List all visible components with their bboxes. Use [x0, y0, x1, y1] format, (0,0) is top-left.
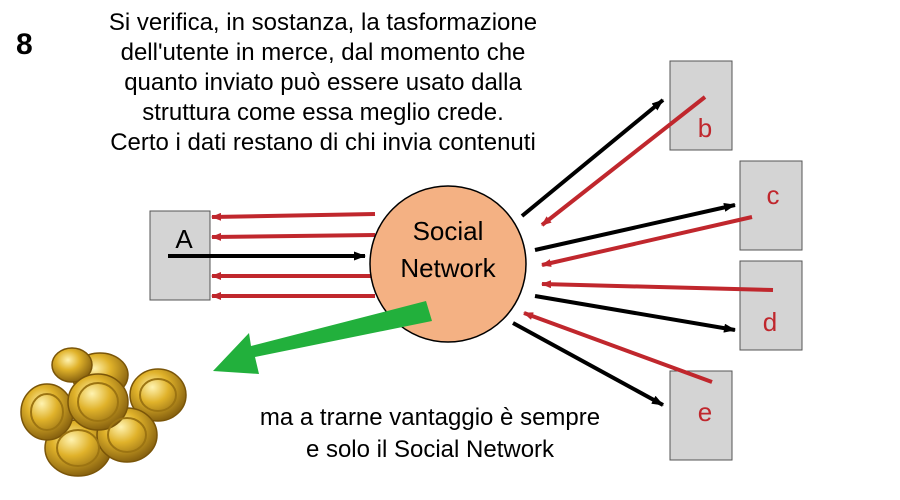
red-arrow-to-a [211, 212, 376, 221]
node-box-e [669, 370, 733, 461]
red-arrow-from-b [540, 95, 707, 227]
black-arrow-to-e [512, 321, 664, 407]
conclusion-line: ma a trarne vantaggio è sempre [259, 404, 601, 431]
social-network-label-2: Network [400, 253, 496, 283]
node-c-label: c [767, 180, 780, 210]
gold-coins-icon [20, 347, 187, 477]
intro-line: Certo i dati restano di chi invia conten… [110, 129, 536, 156]
red-arrow-from-e [523, 311, 713, 384]
black-arrow-to-b [520, 98, 665, 218]
black-arrow-to-d [534, 294, 736, 333]
profit-arrow [213, 301, 432, 374]
node-d-label: d [763, 307, 777, 337]
node-box-b [669, 60, 733, 151]
intro-line: dell'utente in merce, dal momento che [120, 39, 526, 66]
red-arrow-to-a [211, 232, 376, 241]
red-arrow-from-c [541, 215, 753, 267]
node-e-label: e [698, 397, 712, 427]
intro-line: Si verifica, in sostanza, la tasformazio… [108, 9, 538, 36]
social-network-node [369, 185, 527, 343]
social-network-label-1: Social [413, 216, 484, 246]
black-arrow-to-c [534, 203, 736, 252]
node-box-c [739, 160, 803, 251]
red-arrow-from-d [541, 280, 774, 292]
slide-number: 8 [16, 28, 33, 61]
conclusion-line: e solo il Social Network [305, 436, 555, 463]
intro-line: quanto inviato può essere usato dalla [124, 69, 522, 96]
user-box-a-label: A [175, 224, 193, 254]
intro-line: struttura come essa meglio crede. [142, 99, 504, 126]
node-box-d [739, 260, 803, 351]
node-b-label: b [698, 113, 712, 143]
intro-text: Si verifica, in sostanza, la tasformazio… [58, 8, 588, 158]
conclusion-text: ma a trarne vantaggio è sempre e solo il… [220, 402, 640, 466]
